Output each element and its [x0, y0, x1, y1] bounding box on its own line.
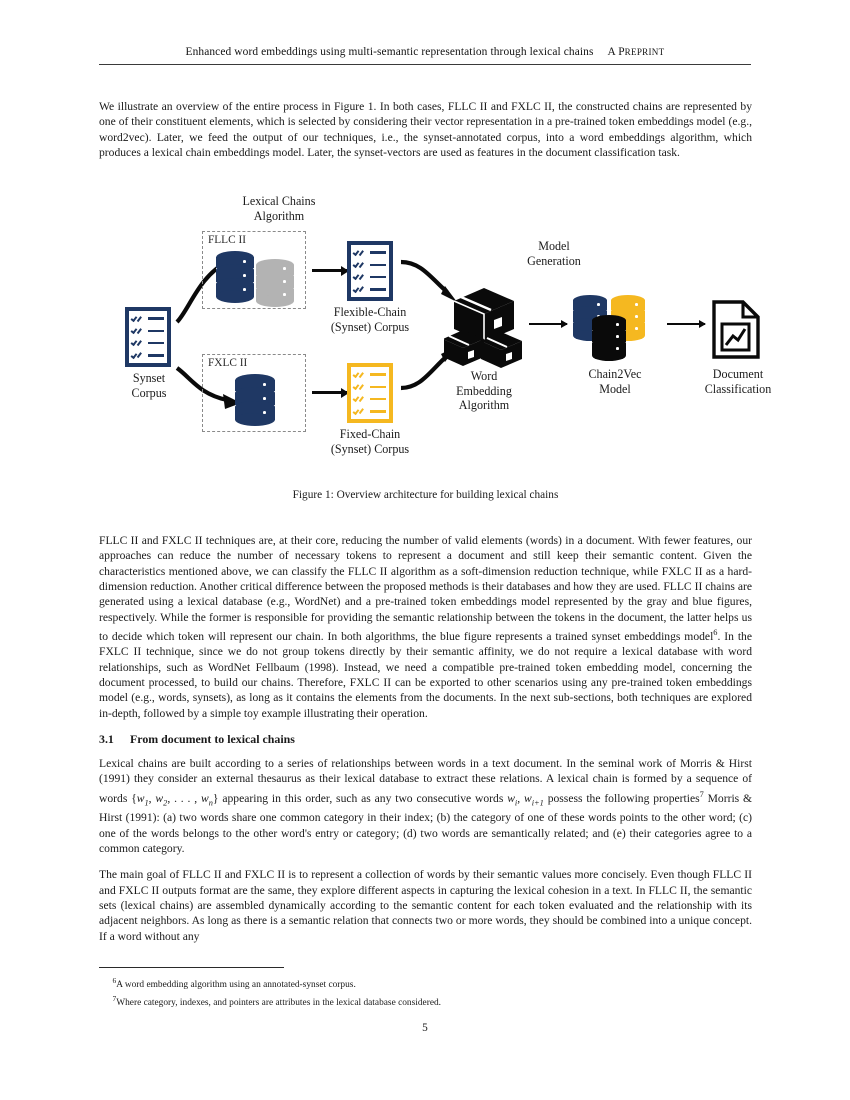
arrow-fxlc-to-fixed: [312, 391, 348, 394]
header-title: Enhanced word embeddings using multi-sem…: [185, 46, 594, 58]
fixed-chain-corpus-icon: [347, 363, 393, 423]
subsection-number: 3.1: [99, 731, 114, 746]
fxlc-ii-box: [202, 354, 306, 432]
arrow-fllc-to-flexible: [312, 269, 348, 272]
document-classification-icon: [711, 300, 763, 360]
label-fixed-chain-corpus: Fixed-Chain (Synset) Corpus: [330, 427, 410, 456]
paragraph-sec-props: Morris & Hirst (1991): (a) two words sha…: [99, 791, 753, 855]
footnote-text-7: Where category, indexes, and pointers ar…: [116, 998, 442, 1009]
footnote-marker-6: 6: [112, 976, 117, 985]
footnote-ref-7: 7: [699, 789, 704, 799]
footnote-ref-6: 6: [713, 628, 718, 638]
label-document-classification: Document Classification: [704, 367, 772, 396]
preprint-badge: A PREPRINT: [608, 46, 665, 58]
arrow-chain2vec-to-classification: [667, 323, 705, 325]
synset-corpus-icon: [125, 307, 171, 367]
arrow-embedding-to-chain2vec: [529, 323, 567, 325]
fllc-navy-database-icon: [216, 251, 254, 303]
paragraph-main-goal: The main goal of FLLC II and FXLC II is …: [99, 868, 752, 943]
fllc-ii-box: [202, 231, 306, 309]
paragraph-sec-after-wi: possess the following properties: [543, 791, 700, 805]
footnote-text-6: A word embedding algorithm using an anno…: [116, 980, 356, 991]
word-embedding-algorithm-icon: [443, 286, 524, 368]
paragraph-sec-lead: Lexical chains are built according to a …: [99, 756, 752, 805]
arrow-flexible-to-embedding: [400, 259, 457, 302]
fxlc-ii-box-title: FXLC II: [208, 357, 248, 369]
subsection-heading: 3.1 From document to lexical chains: [99, 732, 752, 747]
preprint-first: A P: [607, 46, 625, 58]
header-divider: [99, 64, 751, 65]
label-model-generation: Model Generation: [527, 239, 581, 268]
words-set-formula: {w1, w2, . . . , wn}: [131, 791, 219, 807]
paragraph-lexical-chains: Lexical chains are built according to a …: [99, 756, 752, 856]
fllc-ii-box-title: FLLC II: [208, 234, 246, 246]
chain2vec-black-database-icon: [592, 315, 626, 361]
paragraph-intro: We illustrate an overview of the entire …: [99, 100, 752, 160]
label-flexible-chain-corpus: Flexible-Chain (Synset) Corpus: [330, 305, 410, 334]
running-header: Enhanced word embeddings using multi-sem…: [99, 46, 751, 58]
intro-block: We illustrate an overview of the entire …: [99, 99, 752, 171]
paragraph-after-figure: FLLC II and FXLC II techniques are, at t…: [99, 533, 752, 721]
fxlc-navy-database-icon: [235, 374, 275, 426]
body-after-figure: FLLC II and FXLC II techniques are, at t…: [99, 533, 752, 944]
preprint-rest: REPRINT: [624, 47, 665, 57]
consecutive-words-formula: wi, wi+1: [507, 791, 544, 807]
footnote-item-7: 7Where category, indexes, and pointers a…: [99, 992, 752, 1010]
label-word-embedding-algorithm: Word Embedding Algorithm: [456, 369, 512, 413]
figure-1: Lexical Chains Algorithm Model Generatio…: [99, 188, 771, 488]
fllc-gray-database-icon: [256, 259, 294, 307]
footnote-list: 6A word embedding algorithm using an ann…: [99, 974, 752, 1010]
footnote-divider: [99, 967, 284, 968]
label-chain2vec-model: Chain2Vec Model: [588, 367, 642, 396]
arrow-synset-to-fxlc: [175, 366, 241, 409]
page-number: 5: [422, 1022, 428, 1034]
label-lexical-chains-algorithm: Lexical Chains Algorithm: [242, 194, 316, 223]
footnote-item-6: 6A word embedding algorithm using an ann…: [99, 974, 752, 992]
subsection-title: From document to lexical chains: [130, 731, 295, 746]
flexible-chain-corpus-icon: [347, 241, 393, 301]
paragraph-after-figure-part-b: . In the FXLC II technique, since we do …: [99, 629, 752, 720]
figure-1-caption: Figure 1: Overview architecture for buil…: [292, 489, 559, 501]
paragraph-sec-mid: appearing in this order, such as any two…: [218, 791, 508, 805]
paragraph-after-figure-part-a: FLLC II and FXLC II techniques are, at t…: [99, 534, 752, 643]
chain2vec-model-icon: [573, 293, 659, 363]
footnote-marker-7: 7: [112, 994, 117, 1004]
label-synset-corpus: Synset Corpus: [131, 371, 167, 400]
